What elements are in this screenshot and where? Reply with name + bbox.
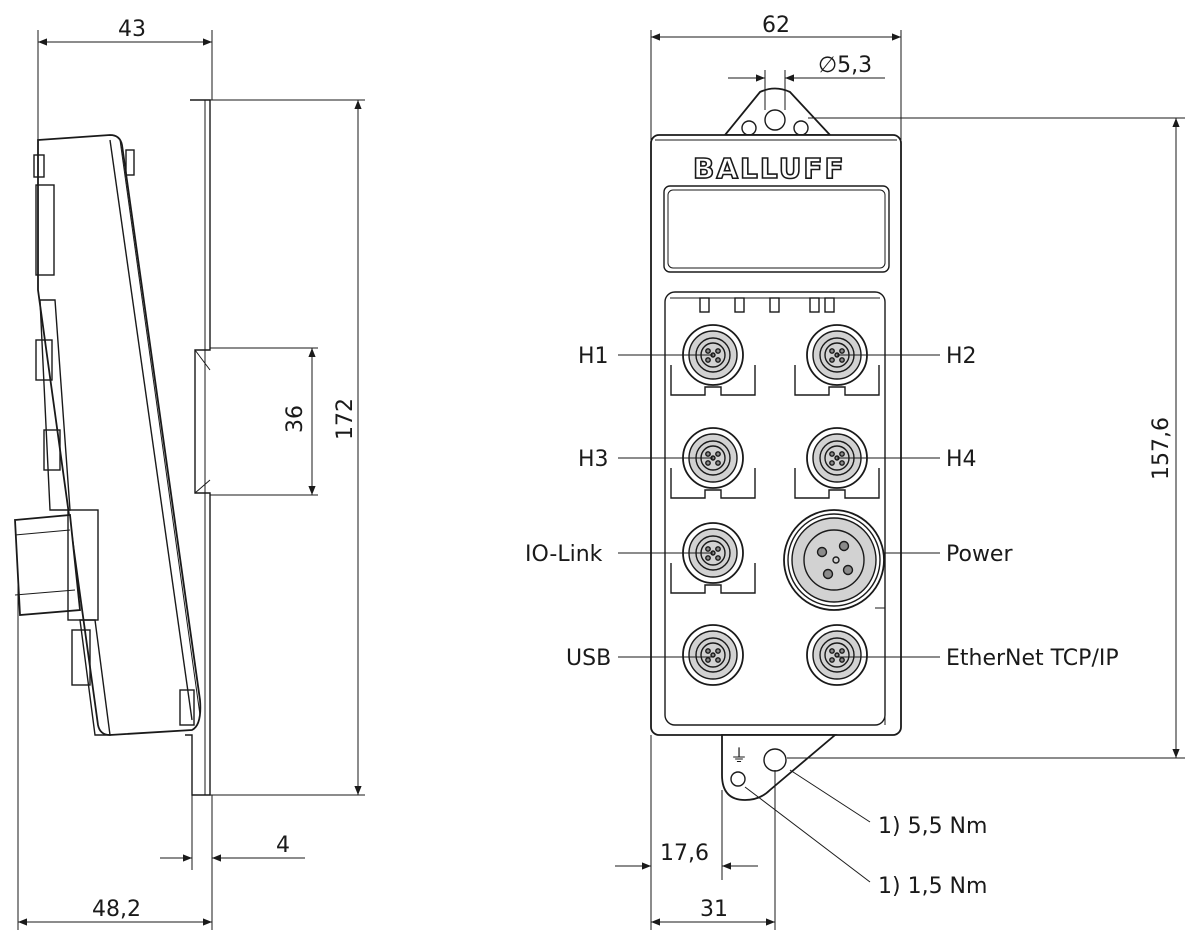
dim-front-width: 62 [762,13,790,38]
dim-side-rail: 36 [283,405,308,433]
label-h4: H4 [946,447,977,472]
torque-label-2: 1) 1,5 Nm [878,874,987,899]
dim-side-height: 172 [333,398,358,440]
label-h1: H1 [578,344,609,369]
label-usb: USB [566,646,611,671]
dim-side-bottom: 48,2 [92,897,141,922]
port-ethernet [806,624,868,686]
dim-hole-diameter: ∅5,3 [818,53,872,78]
label-h2: H2 [946,344,977,369]
front-view: BALLUFF [525,13,1185,930]
dim-side-offset: 4 [276,833,290,858]
label-h3: H3 [578,447,609,472]
torque-label-1: 1) 5,5 Nm [878,814,987,839]
dim-front-bottom: 31 [700,897,728,922]
dim-front-left-offset: 17,6 [660,841,709,866]
label-iolink: IO-Link [525,542,603,567]
port-usb [682,624,744,686]
ground-icon: ⏚ [730,746,748,767]
label-ethernet: EtherNet TCP/IP [946,646,1119,671]
brand-logo: BALLUFF [693,152,846,185]
dim-side-top: 43 [118,17,146,42]
dim-front-height: 157,6 [1149,417,1174,480]
side-view: 43 172 36 4 48,2 [14,17,365,930]
port-power [783,509,885,611]
label-power: Power [946,542,1013,567]
